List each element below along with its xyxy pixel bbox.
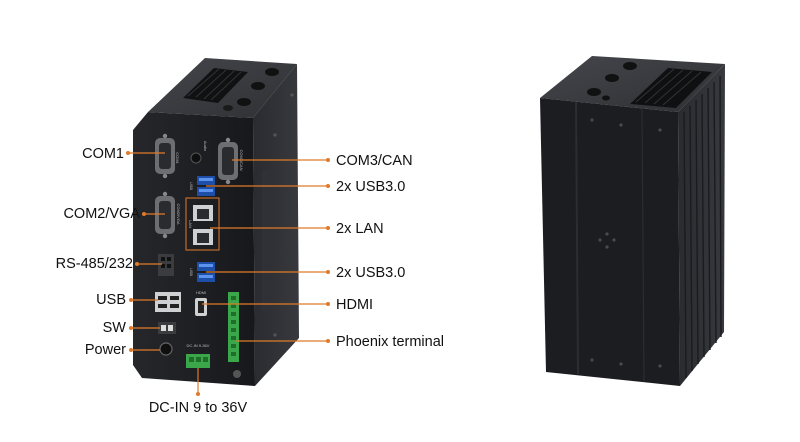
device-side-face	[253, 64, 299, 386]
callout-com2-vga: COM2/VGA	[63, 206, 140, 222]
panel-label-dcin: DC-IN 9-36V	[187, 343, 210, 348]
callout-dc-in: DC-IN 9 to 36V	[148, 400, 248, 416]
audio-jack	[190, 152, 202, 164]
callout-rs485-232: RS-485/232	[55, 256, 133, 272]
panel-label-lan: LAN	[188, 220, 193, 228]
device-front-view: COM1 Audio COM3/CAN COM2/VGA USB LAN USB…	[133, 58, 299, 386]
callout-phoenix-terminal: Phoenix terminal	[336, 334, 444, 350]
panel-label-audio: Audio	[203, 141, 208, 152]
callout-usb3-top: 2x USB3.0	[336, 179, 406, 195]
sw-switch	[158, 322, 176, 334]
rs485-232-terminal	[158, 254, 174, 276]
callout-hdmi: HDMI	[336, 297, 374, 313]
top-knobs	[223, 68, 279, 111]
panel-label-com1: COM1	[175, 152, 180, 164]
hdmi-port	[195, 298, 207, 316]
device-rear-view	[540, 56, 725, 386]
lan-ports	[185, 197, 220, 251]
dc-in-terminal	[186, 354, 210, 368]
callout-sw: SW	[102, 320, 126, 336]
callout-usb: USB	[96, 292, 126, 308]
usb3-top-ports	[197, 176, 215, 196]
rear-left-face	[540, 98, 680, 386]
com3-can-port	[218, 137, 238, 185]
heatsink-fins	[683, 75, 722, 379]
callout-lan: 2x LAN	[336, 221, 384, 237]
panel-label-usb-a: USB	[189, 182, 194, 191]
phoenix-terminal-block	[228, 292, 239, 362]
ground-screw	[233, 370, 241, 378]
power-button	[159, 342, 173, 356]
callout-com3-can: COM3/CAN	[336, 153, 413, 169]
usb2-ports	[155, 292, 181, 312]
usb3-bottom-ports	[197, 262, 215, 282]
callout-power: Power	[84, 342, 126, 358]
panel-label-hdmi: HDMI	[196, 290, 206, 295]
device-front-face	[133, 112, 255, 386]
leader-lines	[128, 152, 328, 394]
callout-com1: COM1	[82, 146, 124, 162]
panel-label-usb-b: USB	[189, 268, 194, 277]
top-vent-grille	[183, 68, 248, 103]
callout-usb3-bottom: 2x USB3.0	[336, 265, 406, 281]
panel-label-com2: COM2/VGA	[176, 203, 181, 224]
com1-port	[155, 133, 175, 179]
com2-vga-port	[155, 191, 175, 239]
